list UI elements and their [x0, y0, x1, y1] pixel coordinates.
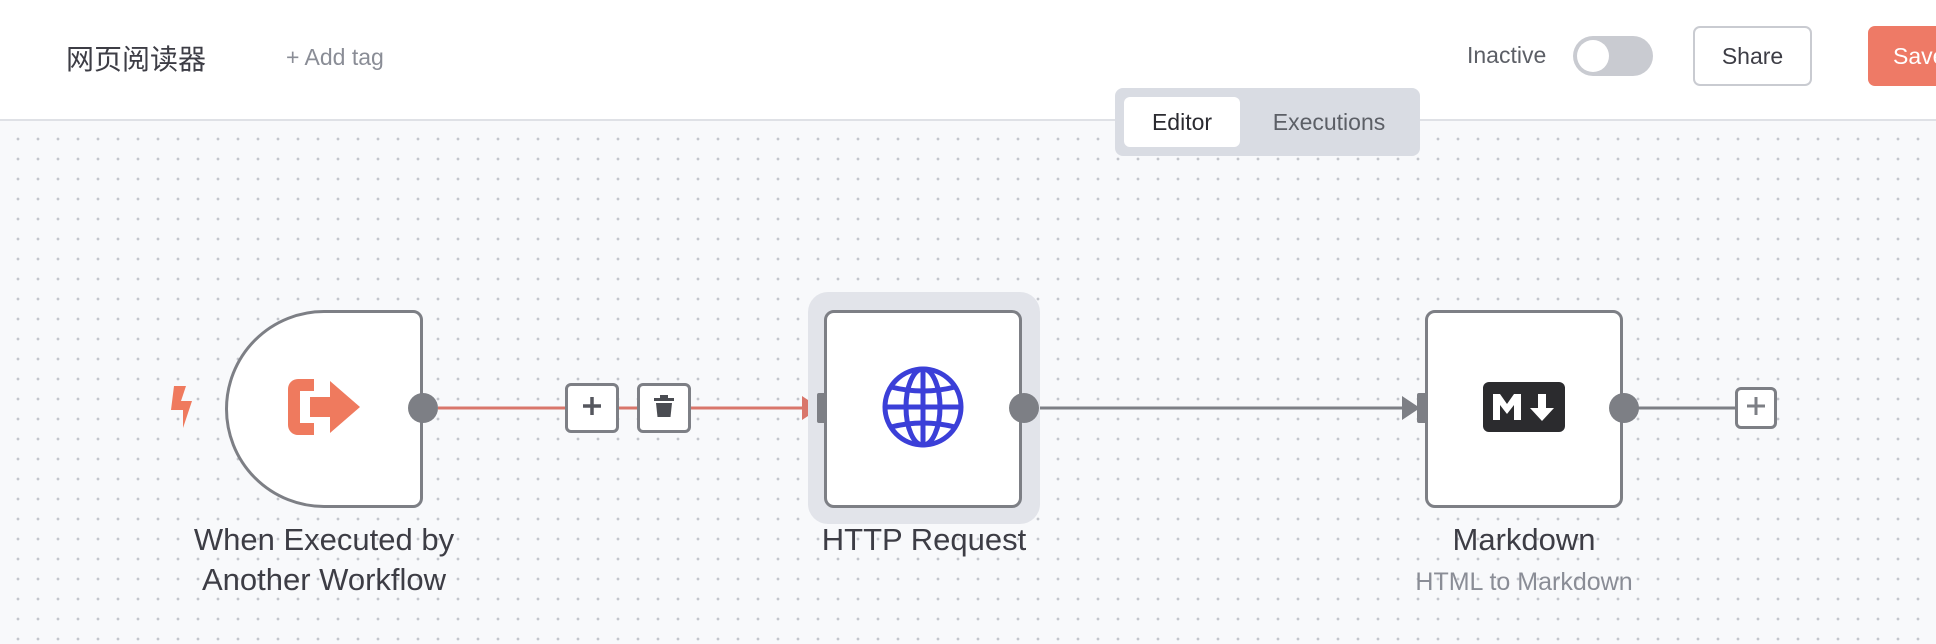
globe-icon	[881, 365, 965, 454]
toggle-knob	[1577, 40, 1609, 72]
node-label-trigger: When Executed by Another Workflow	[154, 520, 494, 600]
node-execute-workflow-trigger[interactable]	[225, 310, 423, 508]
output-handle[interactable]	[1009, 393, 1039, 423]
sign-out-arrow-icon	[284, 375, 364, 444]
tab-executions[interactable]: Executions	[1272, 108, 1386, 135]
insert-node-button[interactable]	[565, 383, 619, 433]
node-label-http: HTTP Request	[821, 522, 1027, 557]
trigger-bolt-icon	[171, 386, 192, 428]
delete-connection-button[interactable]	[637, 383, 691, 433]
markdown-icon	[1483, 381, 1565, 437]
node-http-request[interactable]	[824, 310, 1022, 508]
view-tabs: Editor Executions	[1115, 88, 1420, 156]
node-subtitle-markdown: HTML to Markdown	[1415, 568, 1633, 596]
node-title-line: When Executed by	[193, 522, 455, 557]
status-label: Inactive	[1467, 42, 1547, 68]
output-handle[interactable]	[408, 393, 438, 423]
tab-editor[interactable]: Editor	[1124, 97, 1240, 147]
node-label-markdown: Markdown	[1452, 522, 1596, 557]
active-toggle[interactable]	[1573, 36, 1653, 76]
node-title-line: Another Workflow	[201, 562, 447, 597]
add-tag-button[interactable]: + Add tag	[286, 44, 384, 70]
save-button[interactable]: Save	[1868, 26, 1936, 86]
workflow-name[interactable]: 网页阅读器	[66, 43, 207, 76]
plus-icon	[1745, 395, 1767, 422]
output-handle[interactable]	[1609, 393, 1639, 423]
add-node-button[interactable]	[1735, 387, 1777, 429]
trash-icon	[653, 394, 675, 423]
share-button[interactable]: Share	[1693, 26, 1812, 86]
node-markdown[interactable]	[1425, 310, 1623, 508]
plus-icon	[581, 395, 603, 422]
connection-arrow	[1402, 396, 1420, 420]
top-bar: 网页阅读器 + Add tag Inactive Share Save	[0, 0, 1936, 121]
